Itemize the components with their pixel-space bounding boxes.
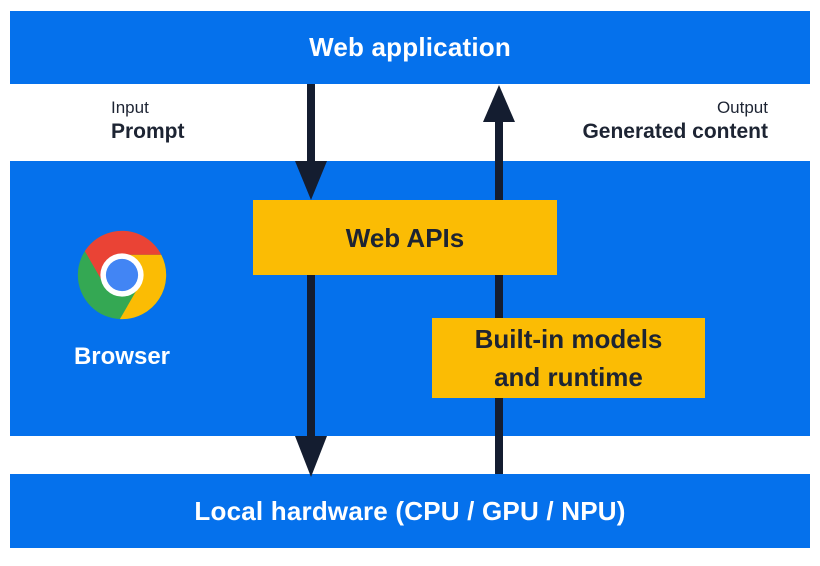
local-hardware-bar: Local hardware (CPU / GPU / NPU)	[10, 474, 810, 548]
output-caption: Output	[716, 98, 768, 117]
builtin-models-line2: and runtime	[494, 362, 643, 392]
output-arrow-shaft	[495, 120, 503, 474]
generated-content-label: Generated content	[582, 120, 768, 143]
web-application-bar: Web application	[10, 11, 810, 84]
builtin-models-box: Built-in models and runtime	[432, 318, 705, 398]
input-caption-group: Input Prompt	[111, 97, 185, 143]
web-application-label: Web application	[309, 32, 511, 62]
browser-label: Browser	[73, 343, 171, 370]
web-apis-label: Web APIs	[345, 222, 465, 253]
output-caption-group: Output Generated content	[582, 97, 768, 143]
prompt-arrow-shaft-lower	[307, 275, 315, 438]
prompt-arrowhead-upper	[295, 161, 327, 200]
builtin-models-line1: Built-in models	[474, 324, 663, 354]
local-hardware-label: Local hardware (CPU / GPU / NPU)	[194, 495, 626, 526]
prompt-arrowhead-lower	[295, 436, 327, 477]
chrome-logo-icon	[77, 230, 167, 320]
input-caption: Input	[111, 98, 149, 117]
output-arrowhead	[483, 85, 515, 122]
prompt-label: Prompt	[111, 120, 185, 143]
prompt-arrow-shaft-upper	[307, 84, 315, 164]
web-apis-box: Web APIs	[253, 200, 557, 275]
